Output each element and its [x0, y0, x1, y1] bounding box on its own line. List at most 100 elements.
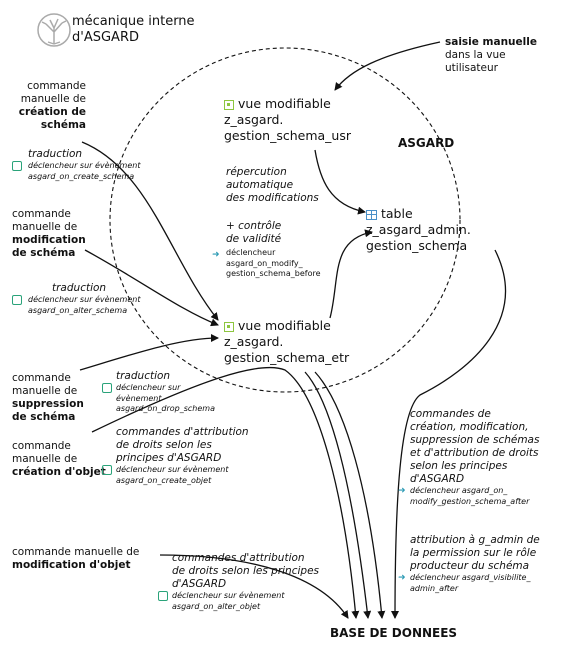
droits1-line-3: principes d'ASGARD: [116, 452, 222, 464]
controle-text: + contrôle de validité: [226, 220, 281, 246]
controle-line-2: de validité: [226, 233, 282, 245]
view-icon: [224, 321, 234, 332]
droits1-line-2: de droits selon les: [116, 439, 212, 451]
tree-icon: [37, 13, 71, 47]
right-commands: commandes de création, modification, sup…: [398, 408, 539, 507]
trad1-line-1: déclencheur sur évènement: [28, 161, 141, 170]
attribution-line-3: producteur du schéma: [410, 560, 530, 572]
arrow-icon: ➜: [212, 250, 220, 260]
controle-trig-2: asgard_on_modify_: [226, 258, 303, 268]
right-cmds-line-1: commandes de: [410, 408, 491, 420]
base-de-donnees-label: BASE DE DONNEES: [330, 626, 458, 640]
cmd-creation-schema-line-2: manuelle de: [20, 93, 86, 105]
droits2-line-2: de droits selon les principes: [172, 565, 319, 577]
trigger-icon: [158, 591, 168, 601]
repercussion-line-1: répercution: [226, 166, 287, 178]
trad2-line-1: déclencheur sur évènement: [28, 295, 141, 304]
cmd-modif-objet-line-2: modification d'objet: [12, 559, 131, 571]
cmd-creation-schema-line-1: commande: [27, 80, 86, 92]
tree-logo: [36, 12, 72, 52]
table-icon: [366, 209, 377, 220]
right-cmds-trig-1: déclencheur asgard_on_: [410, 486, 508, 495]
trigger-icon: [12, 295, 22, 305]
logo-line-1: mécanique interne: [72, 14, 195, 29]
droits2-line-1: commandes d'attribution: [172, 552, 305, 564]
trigger-icon: [102, 383, 112, 393]
cmd-creation-schema-line-3: création de: [18, 106, 86, 118]
trad2-label: traduction: [52, 282, 107, 294]
controle-line-1: + contrôle: [226, 220, 282, 232]
right-cmds-line-6: d'ASGARD: [410, 473, 465, 485]
vue-etr-line-1: vue modifiable: [238, 318, 331, 333]
saisie-bold: saisie manuelle: [445, 36, 537, 48]
right-cmds-line-5: selon les principes: [410, 460, 508, 472]
attribution: attribution à g_admin de la permission s…: [398, 534, 540, 594]
droits1-line-1: commandes d'attribution: [116, 426, 249, 438]
right-cmds-line-2: création, modification,: [410, 421, 529, 433]
table-node: table z_asgard_admin. gestion_schema: [366, 206, 471, 254]
saisie-line-3: utilisateur: [445, 62, 498, 74]
arrow-icon: ➜: [398, 573, 406, 583]
droits1-trig-1: déclencheur sur évènement: [116, 465, 229, 474]
droits2: commandes d'attribution de droits selon …: [158, 552, 319, 612]
trad3-line-2: évènement: [116, 393, 162, 403]
droits1-trig-2: asgard_on_create_objet: [116, 475, 212, 485]
cmd-creation-objet-line-1: commande: [12, 440, 71, 452]
controle-trig-1: déclencheur: [226, 248, 276, 257]
cmd-creation-schema-line-4: schéma: [40, 119, 86, 131]
trigger-icon: [102, 465, 112, 475]
logo-line-2: d'ASGARD: [72, 30, 139, 45]
view-icon: [224, 99, 234, 110]
cmd-suppr-schema-line-2: manuelle de: [12, 385, 78, 397]
asgard-boundary: [109, 47, 461, 393]
repercussion-text: répercution automatique des modification…: [226, 166, 319, 205]
table-line-3: gestion_schema: [366, 238, 468, 253]
trad2: traduction déclencheur sur évènement asg…: [12, 282, 140, 316]
table-line-1: table: [381, 206, 413, 221]
vue-usr-line-3: gestion_schema_usr: [224, 128, 351, 143]
controle-trigger: ➜ déclencheur asgard_on_modify_ gestion_…: [212, 248, 321, 280]
trad2-line-2: asgard_on_alter_schema: [28, 305, 128, 315]
droits1: commandes d'attribution de droits selon …: [102, 426, 249, 486]
vue-usr-line-2: z_asgard.: [224, 112, 284, 127]
saisie-manuelle: saisie manuelle dans la vue utilisateur: [445, 36, 537, 75]
cmd-modif-schema-line-3: modification: [12, 234, 86, 246]
right-cmds-line-4: et d'attribution de droits: [410, 447, 539, 459]
cmd-suppr-schema: commande manuelle de suppression de sché…: [12, 372, 84, 424]
cmd-modif-schema-line-2: manuelle de: [12, 221, 78, 233]
attribution-trig-1: déclencheur asgard_visibilite_: [410, 573, 531, 582]
vue-usr-node: vue modifiable z_asgard. gestion_schema_…: [224, 96, 351, 144]
cmd-suppr-schema-line-1: commande: [12, 372, 71, 384]
trad3-line-1: déclencheur sur: [116, 383, 181, 392]
attribution-line-2: la permission sur le rôle: [410, 547, 537, 559]
trad3: traduction déclencheur sur évènement asg…: [102, 370, 215, 415]
attribution-line-1: attribution à g_admin de: [410, 534, 540, 546]
cmd-modif-schema-line-1: commande: [12, 208, 71, 220]
repercussion-line-2: automatique: [226, 179, 294, 191]
right-cmds-trig-2: modify_gestion_schema_after: [410, 496, 530, 506]
cmd-creation-schema: commande manuelle de création de schéma: [6, 80, 86, 132]
trad1-line-2: asgard_on_create_schema: [28, 171, 135, 181]
vue-etr-line-2: z_asgard.: [224, 334, 284, 349]
vue-usr-line-1: vue modifiable: [238, 96, 331, 111]
cmd-suppr-schema-line-3: suppression: [12, 398, 84, 410]
repercussion-line-3: des modifications: [226, 192, 319, 204]
saisie-line-2: dans la vue: [445, 49, 506, 61]
trad3-line-3: asgard_on_drop_schema: [116, 404, 215, 413]
attribution-trig-2: admin_after: [410, 583, 459, 593]
cmd-modif-objet-line-1: commande manuelle de: [12, 546, 140, 558]
arrow-icon: ➜: [398, 486, 406, 496]
cmd-creation-objet-line-2: manuelle de: [12, 453, 78, 465]
logo-title: mécanique interne d'ASGARD: [72, 14, 195, 46]
trigger-icon: [12, 161, 22, 171]
trad1: traduction déclencheur sur évènement asg…: [12, 148, 140, 182]
cmd-modif-schema: commande manuelle de modification de sch…: [12, 208, 86, 260]
droits2-trig-1: déclencheur sur évènement: [172, 591, 285, 600]
trad1-label: traduction: [28, 148, 83, 160]
asgard-label: ASGARD: [398, 136, 455, 150]
cmd-creation-objet-line-3: création d'objet: [12, 466, 106, 478]
controle-trig-3: gestion_schema_before: [226, 269, 321, 278]
cmd-modif-objet: commande manuelle de modification d'obje…: [12, 546, 139, 572]
cmd-suppr-schema-line-4: de schéma: [12, 411, 76, 423]
